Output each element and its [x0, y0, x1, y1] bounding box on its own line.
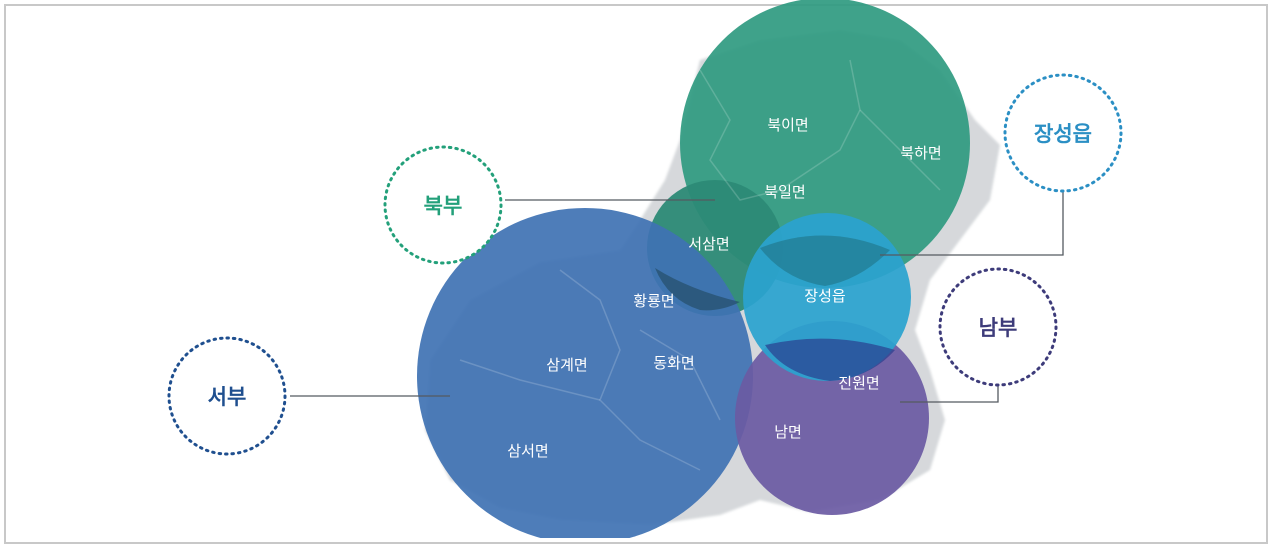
badge-west: 서부: [167, 336, 287, 456]
district-hwangryong: 황룡면: [633, 292, 674, 310]
district-bugil: 북일면: [764, 183, 805, 201]
badge-jangseong-label: 장성읍: [1034, 122, 1092, 146]
district-bugi: 북이면: [767, 116, 808, 134]
district-samgye: 삼계면: [546, 356, 587, 374]
district-samseo: 삼서면: [507, 442, 548, 460]
overlap-north-jangseong: [760, 235, 890, 286]
overlap-jangseong-south: [765, 338, 895, 381]
district-donghwa: 동화면: [653, 354, 694, 372]
connector-lines: [290, 190, 1064, 403]
badge-north-label: 북부: [424, 194, 463, 218]
connector-jangseong: [880, 190, 1064, 256]
badge-jangseong: 장성읍: [1003, 73, 1123, 193]
badge-south-label: 남부: [979, 316, 1018, 340]
overlap-seosam-west: [655, 268, 740, 311]
district-jinwon: 진원면: [838, 374, 879, 392]
badge-west-label: 서부: [208, 385, 247, 409]
district-boundaries: [459, 59, 941, 471]
district-bukha: 북하면: [900, 144, 941, 162]
badge-south: 남부: [938, 267, 1058, 387]
district-seosam: 서삼면: [688, 235, 729, 253]
badge-north: 북부: [383, 145, 503, 265]
district-jangseong: 장성읍: [804, 287, 845, 305]
south-region: [735, 321, 929, 515]
district-nam: 남면: [774, 423, 802, 441]
